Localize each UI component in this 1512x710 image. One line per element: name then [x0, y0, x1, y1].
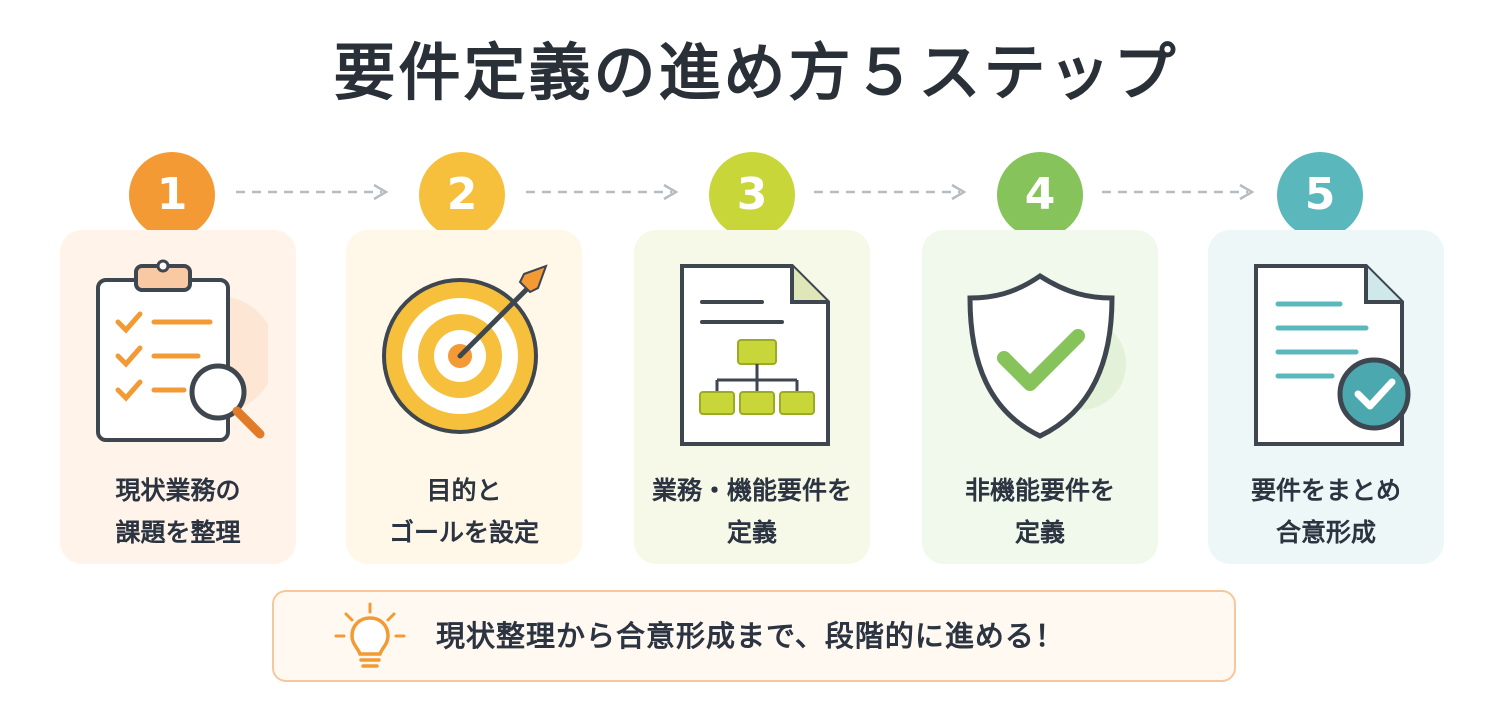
step-5-badge: 5	[1277, 152, 1363, 238]
step-5-card: 要件をまとめ合意形成	[1208, 230, 1444, 564]
arrow-right-icon	[236, 183, 389, 201]
step-1-card: 現状業務の課題を整理	[60, 230, 296, 564]
shield-check-icon	[967, 272, 1126, 439]
document-flowchart-icon	[680, 264, 830, 446]
lightbulb-icon	[334, 602, 406, 668]
page-title: 要件定義の進め方５ステップ	[333, 36, 1179, 109]
arrow-right-icon	[526, 183, 679, 201]
target-dart-icon	[382, 264, 548, 434]
step-1-badge: 1	[129, 152, 215, 238]
step-3-card: 業務・機能要件を定義	[634, 230, 870, 564]
step-2-badge: 2	[419, 152, 505, 238]
arrow-right-icon	[1102, 183, 1255, 201]
step-4-card: 非機能要件を定義	[922, 230, 1158, 564]
step-2-card: 目的とゴールを設定	[346, 230, 582, 564]
step-3-badge: 3	[709, 152, 795, 238]
step-4-label: 非機能要件を定義	[964, 476, 1115, 547]
step-1-label: 現状業務の課題を整理	[115, 476, 241, 547]
step-2-label: 目的とゴールを設定	[388, 476, 539, 547]
summary-note: 現状整理から合意形成まで、段階的に進める！	[272, 590, 1236, 682]
step-4-badge: 4	[997, 152, 1083, 238]
arrow-right-icon	[814, 183, 967, 201]
step-5-label: 要件をまとめ合意形成	[1250, 476, 1401, 547]
document-check-icon	[1254, 264, 1411, 446]
clipboard-checklist-magnifier-icon	[96, 259, 268, 442]
step-3-label: 業務・機能要件を定義	[651, 476, 852, 547]
summary-text: 現状整理から合意形成まで、段階的に進める！	[436, 619, 1065, 653]
